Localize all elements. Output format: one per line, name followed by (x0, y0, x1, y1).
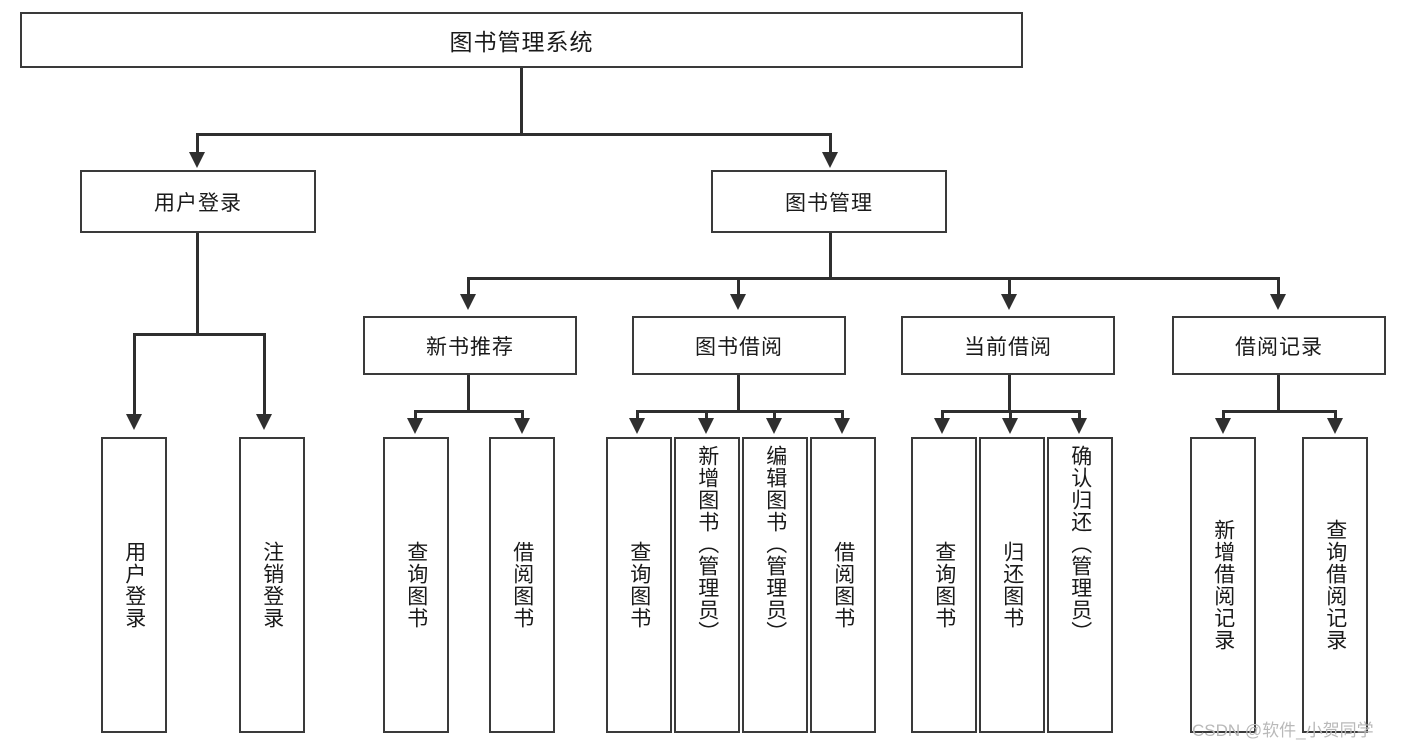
arrow-book-borrow-leaf-4 (834, 418, 850, 434)
csdn-watermark: CSDN @软件_小贺同学 (1192, 721, 1374, 740)
node-user-login[interactable]: 用户登录 (80, 170, 316, 233)
leaf-current-borrow-confirm-return-admin[interactable]: 确认归还（管理员） (1047, 437, 1113, 733)
node-book-management[interactable]: 图书管理 (711, 170, 947, 233)
connector-book-mgmt-drop-1 (467, 277, 470, 296)
leaf-user-login-logout[interactable]: 注销登录 (239, 437, 305, 733)
connector-current-borrow-drop-3 (1078, 410, 1081, 420)
connector-book-mgmt-bus (467, 277, 1279, 280)
arrow-book-borrow-leaf-2 (698, 418, 714, 434)
connector-book-borrow-drop-2 (705, 410, 708, 420)
connector-book-mgmt-drop-3 (1008, 277, 1011, 296)
connector-user-login-drop-2 (263, 333, 266, 416)
arrow-borrow-record-leaf-2 (1327, 418, 1343, 434)
arrow-user-login-leaf-2 (256, 414, 272, 430)
leaf-new-book-borrow-book[interactable]: 借阅图书 (489, 437, 555, 733)
leaf-label: 借阅图书 (510, 541, 534, 629)
connector-root-to-book-mgmt (829, 133, 832, 154)
connector-borrow-record-stem (1277, 375, 1280, 411)
leaf-current-borrow-query-book[interactable]: 查询图书 (911, 437, 977, 733)
leaf-label: 查询图书 (404, 541, 428, 629)
arrow-root-to-book-mgmt (822, 152, 838, 168)
leaf-label: 借阅图书 (831, 541, 855, 629)
arrow-new-book-leaf-2 (514, 418, 530, 434)
connector-borrow-record-drop-1 (1222, 410, 1225, 420)
arrow-book-mgmt-to-current-borrow (1001, 294, 1017, 310)
leaf-label: 用户登录 (122, 541, 146, 629)
leaf-label: 新增图书（管理员） (695, 445, 719, 643)
connector-borrow-record-bus (1222, 410, 1337, 413)
connector-new-book-drop-2 (521, 410, 524, 420)
leaf-label: 新增借阅记录 (1211, 519, 1235, 651)
leaf-label: 查询图书 (627, 541, 651, 629)
connector-book-borrow-drop-4 (841, 410, 844, 420)
connector-new-book-drop-1 (414, 410, 417, 420)
arrow-book-borrow-leaf-1 (629, 418, 645, 434)
leaf-book-borrow-edit-book-admin[interactable]: 编辑图书（管理员） (742, 437, 808, 733)
connector-book-borrow-drop-1 (636, 410, 639, 420)
arrow-book-borrow-leaf-3 (766, 418, 782, 434)
connector-root-bus (196, 133, 832, 136)
leaf-label: 确认归还（管理员） (1068, 445, 1092, 643)
node-root-system[interactable]: 图书管理系统 (20, 12, 1023, 68)
leaf-borrow-record-add-record[interactable]: 新增借阅记录 (1190, 437, 1256, 733)
connector-user-login-stem (196, 233, 199, 334)
connector-current-borrow-stem (1008, 375, 1011, 411)
connector-new-book-stem (467, 375, 470, 411)
leaf-label: 注销登录 (260, 541, 284, 629)
leaf-user-login-login[interactable]: 用户登录 (101, 437, 167, 733)
connector-current-borrow-drop-2 (1009, 410, 1012, 420)
connector-book-mgmt-drop-2 (737, 277, 740, 296)
connector-root-to-user-login (196, 133, 199, 154)
connector-book-mgmt-drop-4 (1277, 277, 1280, 296)
leaf-book-borrow-query-book[interactable]: 查询图书 (606, 437, 672, 733)
arrow-user-login-leaf-1 (126, 414, 142, 430)
leaf-book-borrow-add-book-admin[interactable]: 新增图书（管理员） (674, 437, 740, 733)
arrow-borrow-record-leaf-1 (1215, 418, 1231, 434)
arrow-current-borrow-leaf-1 (934, 418, 950, 434)
arrow-current-borrow-leaf-3 (1071, 418, 1087, 434)
leaf-book-borrow-borrow-book[interactable]: 借阅图书 (810, 437, 876, 733)
node-current-borrow[interactable]: 当前借阅 (901, 316, 1115, 375)
arrow-book-mgmt-to-borrow-record (1270, 294, 1286, 310)
leaf-current-borrow-return-book[interactable]: 归还图书 (979, 437, 1045, 733)
connector-user-login-drop-1 (133, 333, 136, 416)
arrow-book-mgmt-to-new-book (460, 294, 476, 310)
connector-root-stem (520, 68, 523, 134)
leaf-new-book-query-book[interactable]: 查询图书 (383, 437, 449, 733)
arrow-root-to-user-login (189, 152, 205, 168)
arrow-book-mgmt-to-book-borrow (730, 294, 746, 310)
leaf-borrow-record-query-record[interactable]: 查询借阅记录 (1302, 437, 1368, 733)
node-new-book-recommend[interactable]: 新书推荐 (363, 316, 577, 375)
connector-book-mgmt-stem (829, 233, 832, 278)
leaf-label: 查询借阅记录 (1323, 519, 1347, 651)
arrow-current-borrow-leaf-2 (1002, 418, 1018, 434)
leaf-label: 查询图书 (932, 541, 956, 629)
connector-book-borrow-bus (636, 410, 844, 413)
node-book-borrow[interactable]: 图书借阅 (632, 316, 846, 375)
leaf-label: 编辑图书（管理员） (763, 445, 787, 643)
connector-new-book-bus (414, 410, 524, 413)
arrow-new-book-leaf-1 (407, 418, 423, 434)
connector-book-borrow-stem (737, 375, 740, 411)
connector-current-borrow-drop-1 (941, 410, 944, 420)
connector-user-login-bus (133, 333, 263, 336)
connector-borrow-record-drop-2 (1334, 410, 1337, 420)
connector-book-borrow-drop-3 (773, 410, 776, 420)
leaf-label: 归还图书 (1000, 541, 1024, 629)
node-borrow-record[interactable]: 借阅记录 (1172, 316, 1386, 375)
